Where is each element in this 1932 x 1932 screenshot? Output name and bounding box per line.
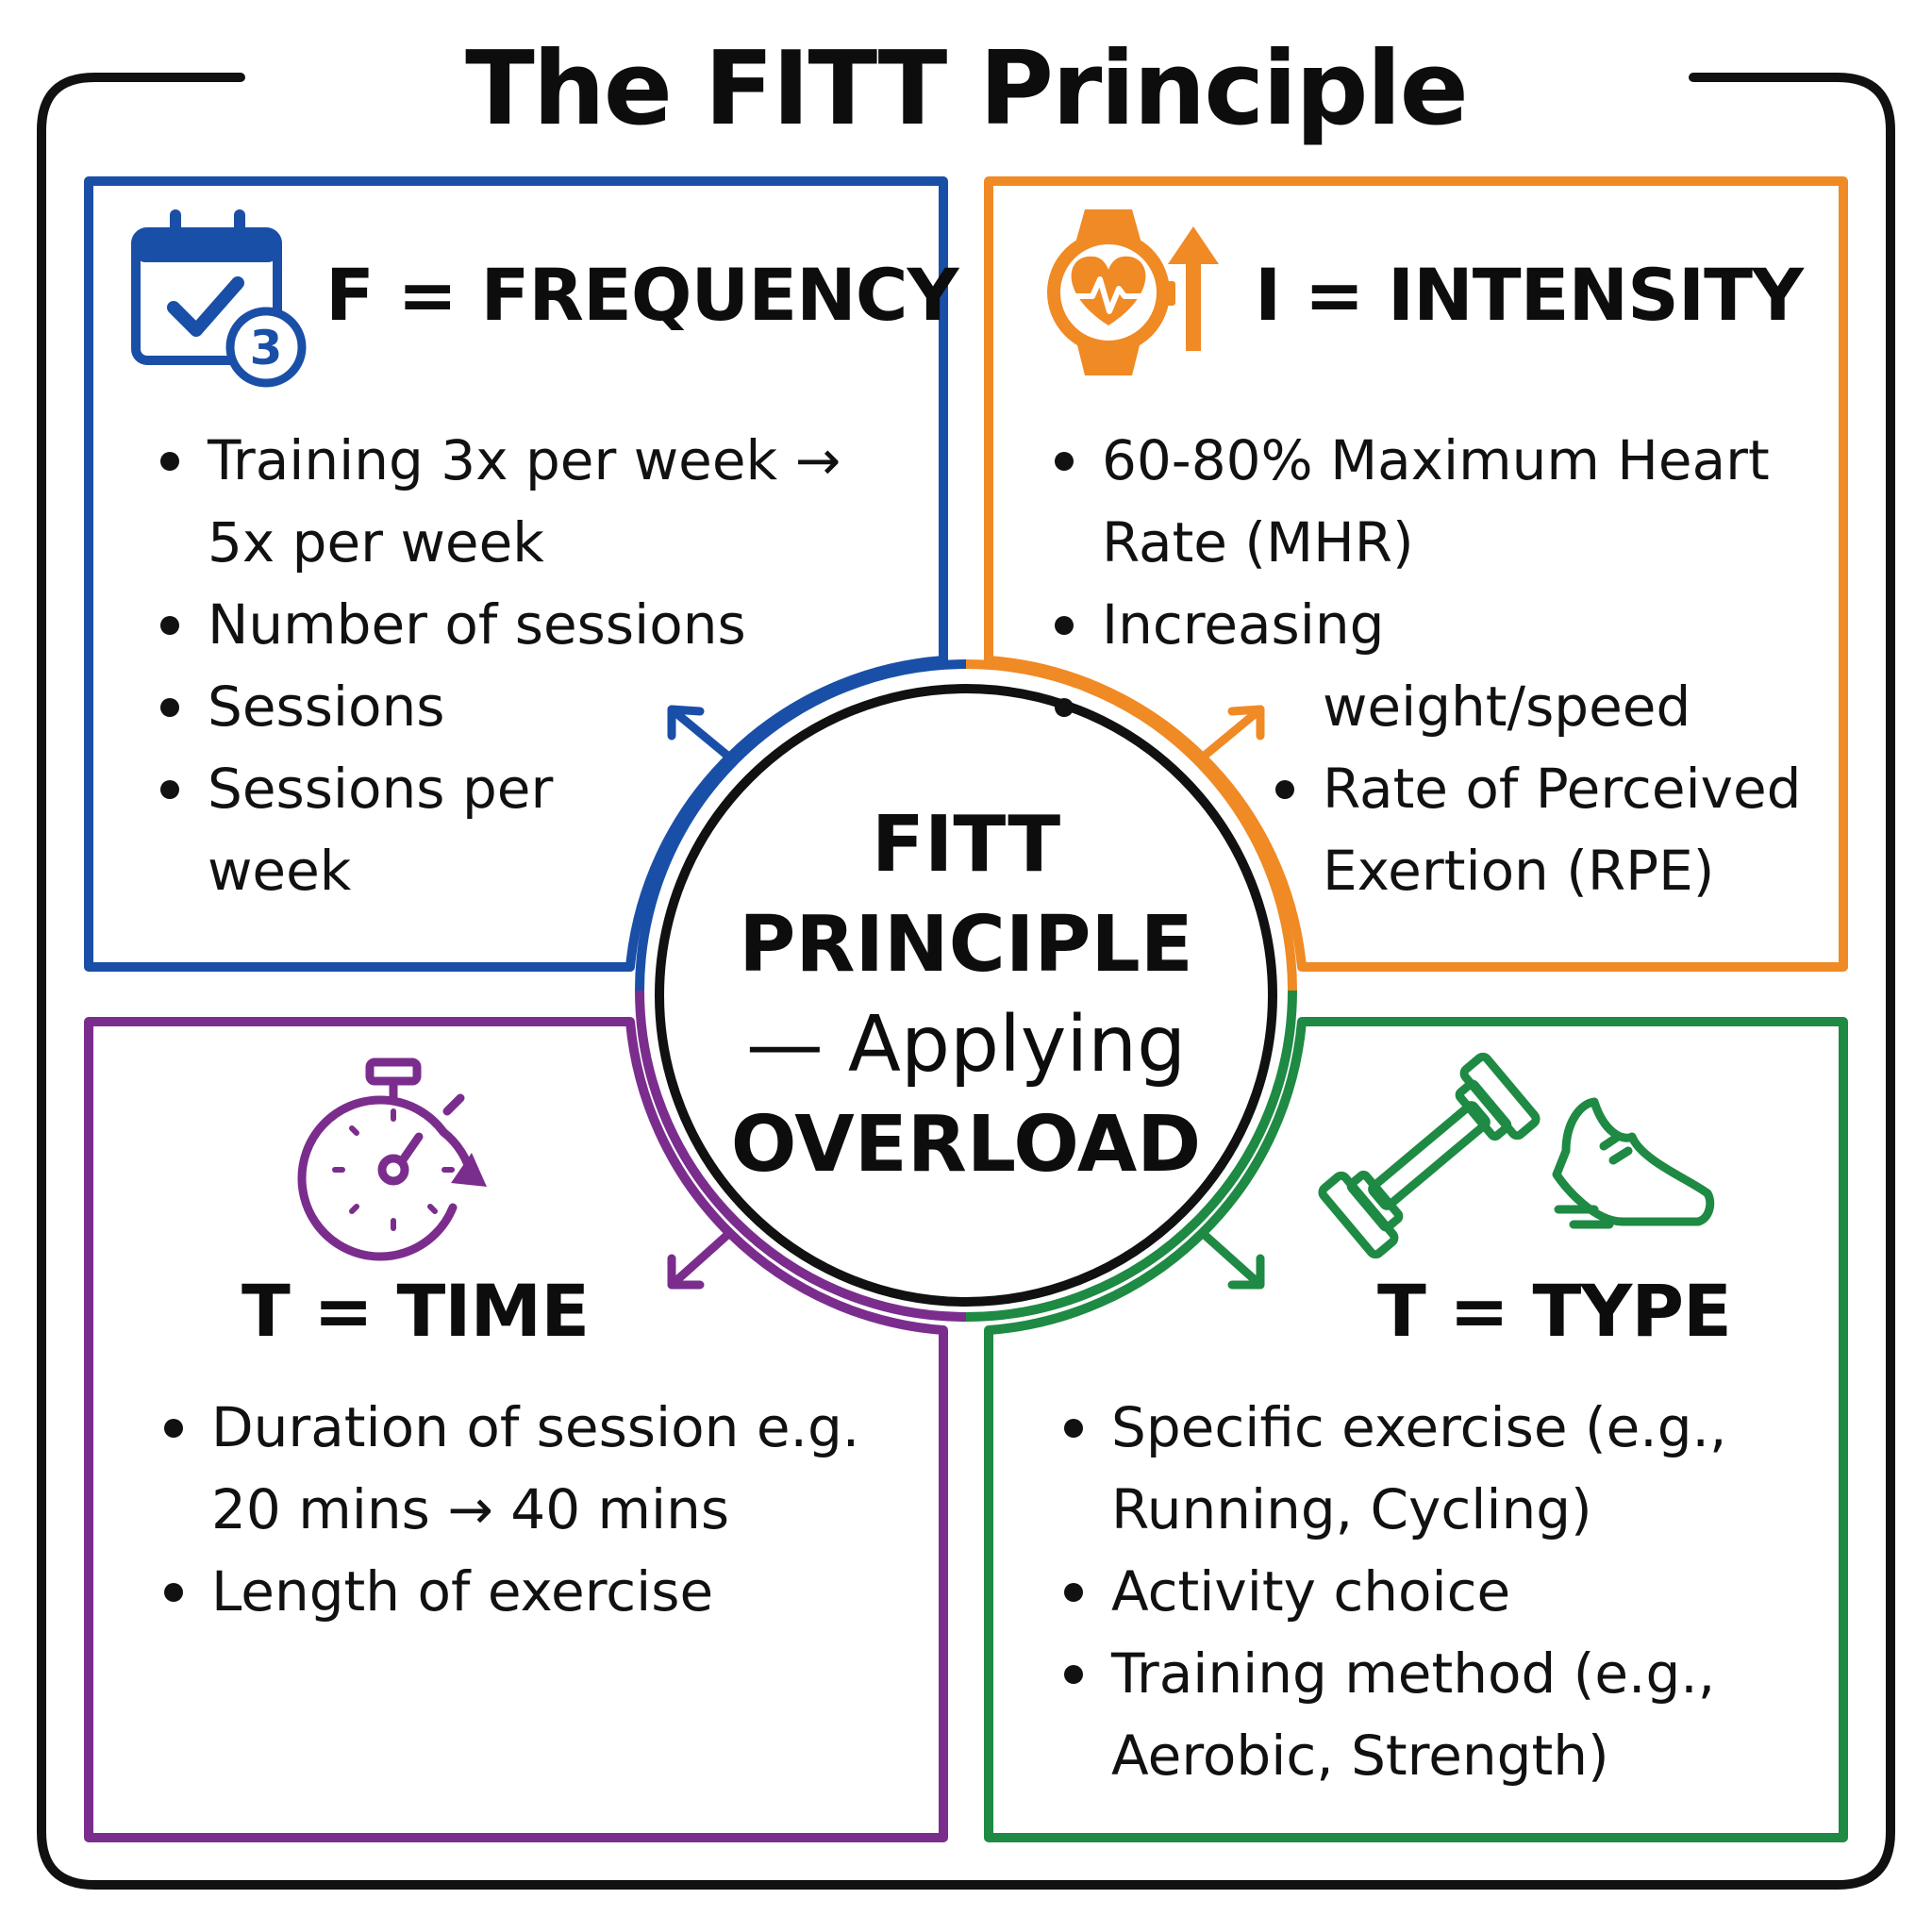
list-item: Training method (e.g., Aerobic, Strength… <box>1064 1633 1828 1797</box>
list-item: Activity choice <box>1064 1551 1828 1633</box>
arrow-frequency <box>667 705 731 759</box>
arrow-intensity <box>1201 705 1265 759</box>
list-item: Sessions per week <box>160 748 623 912</box>
list-item: Length of exercise <box>164 1551 909 1633</box>
frequency-list: Training 3x per week → 5x per week Numbe… <box>160 420 906 912</box>
center-line-fitt: FITT <box>871 800 1061 890</box>
ring-arc-type <box>965 990 1297 1322</box>
center-label: FITT PRINCIPLE — Applying OVERLOAD <box>698 795 1234 1195</box>
list-item: 60-80% Maximum Heart Rate (MHR) <box>1055 420 1838 584</box>
list-item: Training 3x per week → 5x per week <box>160 420 906 584</box>
frequency-heading: F = FREQUENCY <box>325 253 959 337</box>
arrow-type <box>1201 1231 1265 1290</box>
list-item: Number of sessions <box>160 584 906 666</box>
intensity-list: 60-80% Maximum Heart Rate (MHR) Increasi… <box>1055 420 1838 912</box>
center-circle <box>655 684 1277 1307</box>
intensity-heading: I = INTENSITY <box>1255 253 1804 337</box>
type-list: Specific exercise (e.g., Running, Cyclin… <box>1064 1387 1828 1797</box>
list-item: Duration of session e.g. 20 mins → 40 mi… <box>164 1387 909 1551</box>
type-panel <box>984 1017 1848 1842</box>
calendar-badge-number: 3 <box>250 321 283 375</box>
stopwatch-icon <box>297 1058 487 1261</box>
time-list: Duration of session e.g. 20 mins → 40 mi… <box>164 1387 909 1633</box>
time-heading: T = TIME <box>242 1269 590 1353</box>
center-line-overload: OVERLOAD <box>730 1100 1202 1190</box>
ring-arc-frequency <box>635 659 967 991</box>
dumbbell-and-running-shoe-icon <box>1318 1052 1715 1259</box>
increase-arrow-icon <box>1168 226 1219 351</box>
center-line-applying: — Applying <box>745 1000 1187 1090</box>
list-item: Sessions <box>160 666 906 748</box>
list-item: Rate of Perceived Exertion (RPE) <box>1102 748 1838 912</box>
ring-arc-time <box>635 990 967 1322</box>
time-panel <box>84 1017 948 1842</box>
list-item: Increasing <box>1055 584 1838 666</box>
center-line-principle: PRINCIPLE <box>739 900 1193 990</box>
list-item: weight/speed <box>1055 666 1838 748</box>
type-heading: T = TYPE <box>1377 1269 1732 1353</box>
ring-arc-intensity <box>965 659 1297 991</box>
heart-rate-watch-icon <box>1047 209 1175 375</box>
list-item: Specific exercise (e.g., Running, Cyclin… <box>1064 1387 1828 1551</box>
calendar-check-icon: 3 <box>131 209 307 388</box>
arrow-time <box>667 1231 731 1290</box>
page-title: The FITT Principle <box>465 30 1469 148</box>
outer-frame <box>37 73 1895 1890</box>
